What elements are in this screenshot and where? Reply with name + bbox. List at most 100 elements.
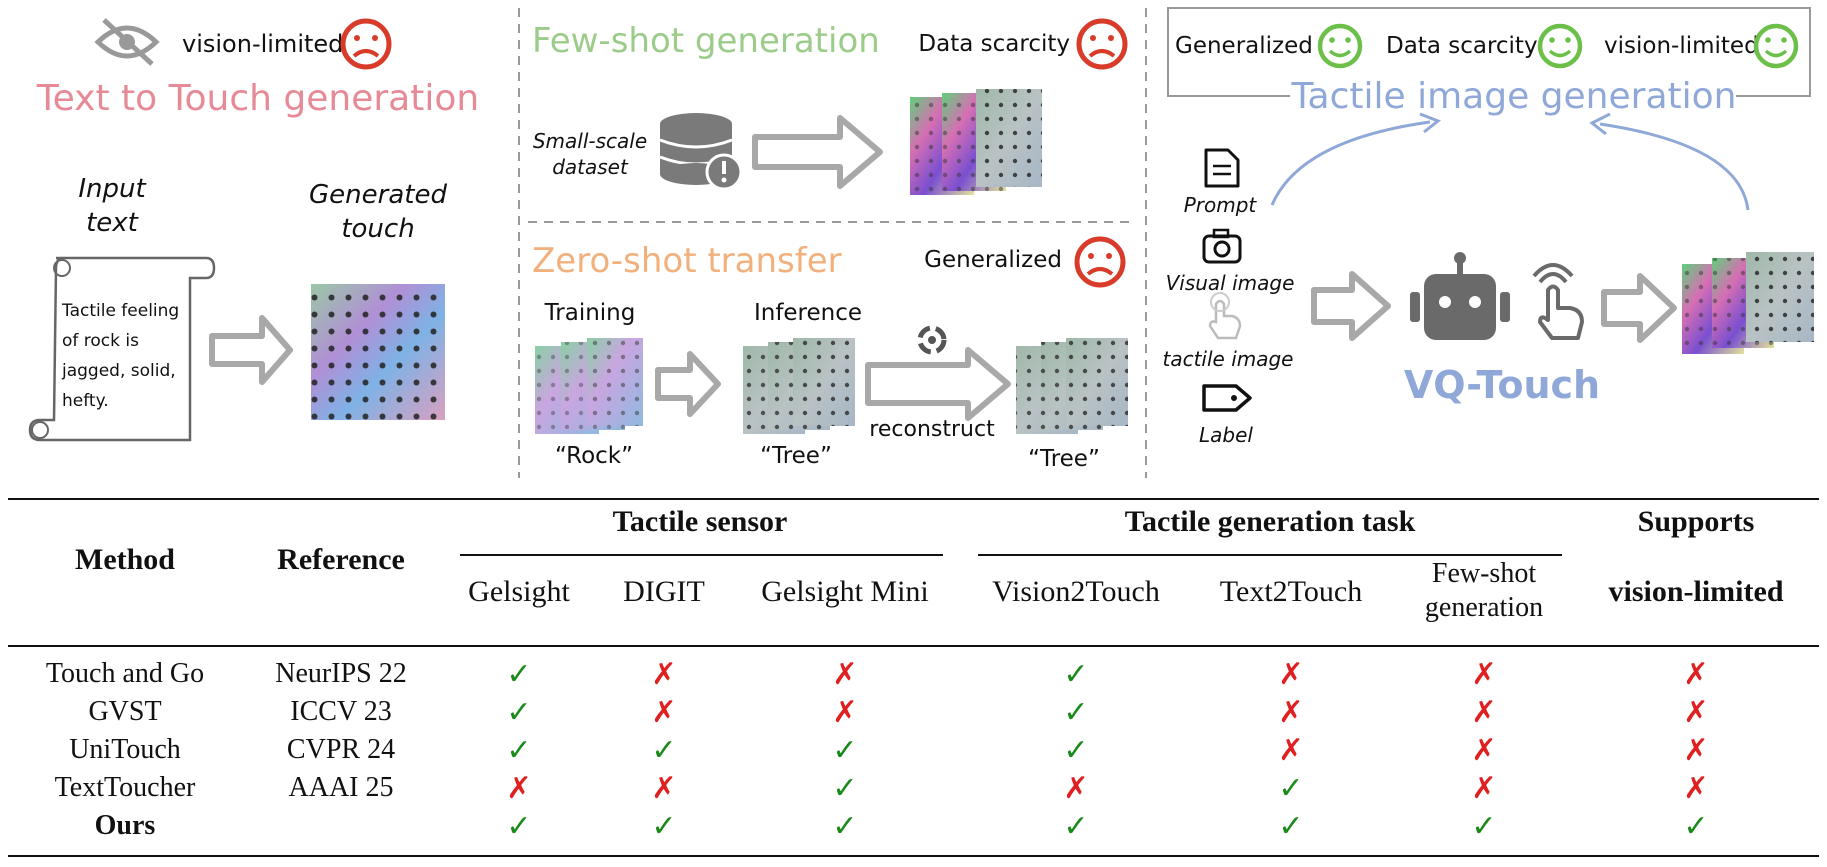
touch-hand-icon <box>1208 292 1242 340</box>
check-mark-icon: ✓ <box>832 771 858 806</box>
table-cell-reference: NeurIPS 22 <box>275 658 407 689</box>
inference-label: Inference <box>754 300 862 326</box>
arrow-right-icon <box>865 347 1011 421</box>
scroll-line-3: jagged, solid, <box>61 361 176 381</box>
sad-face-icon <box>1076 18 1128 70</box>
header-supports-line2: vision-limited <box>1608 575 1784 608</box>
check-mark-icon: ✓ <box>1063 809 1089 844</box>
cross-mark-icon: ✗ <box>1683 657 1709 692</box>
check-mark-icon: ✓ <box>832 733 858 768</box>
output-label-line2: touch <box>341 214 414 244</box>
input-label-label: Label <box>1199 423 1253 447</box>
task-group-rule <box>978 554 1562 556</box>
header-method: Method <box>75 543 175 576</box>
scroll-line-1: Tactile feeling <box>61 301 179 321</box>
scroll-line-2: of rock is <box>62 331 139 351</box>
header-vision2touch: Vision2Touch <box>992 575 1160 608</box>
sad-face-icon <box>1074 236 1126 288</box>
cross-mark-icon: ✗ <box>1278 695 1304 730</box>
scroll-icon <box>28 256 216 442</box>
arrow-right-icon <box>752 115 883 189</box>
check-mark-icon: ✓ <box>506 733 532 768</box>
cross-mark-icon: ✗ <box>1683 695 1709 730</box>
dataset-label-line1: Small-scale <box>533 129 647 153</box>
input-tactile-label: tactile image <box>1162 347 1293 371</box>
table-cell-reference: ICCV 23 <box>290 696 392 727</box>
badge-vision-limited: vision-limited <box>1604 33 1759 59</box>
header-group-task: Tactile generation task <box>1124 505 1416 538</box>
model-name: VQ-Touch <box>1404 363 1600 407</box>
inference-tactile-stack <box>743 338 855 434</box>
right-title: Tactile image generation <box>1291 76 1737 117</box>
check-mark-icon: ✓ <box>832 809 858 844</box>
curved-arrow-left <box>1270 120 1431 206</box>
caption-tree-inference: “Tree” <box>760 443 832 469</box>
table-cell-method: GVST <box>88 696 162 727</box>
generated-touch-image <box>311 284 445 420</box>
happy-face-icon <box>1753 23 1799 69</box>
left-title: Text to Touch generation <box>36 78 479 119</box>
header-gelsight: Gelsight <box>468 575 570 608</box>
table-cell-reference: AAAI 25 <box>288 772 394 803</box>
curved-arrow-right <box>1599 122 1750 211</box>
cross-mark-icon: ✗ <box>832 695 858 730</box>
caption-tree-reconstruct: “Tree” <box>1028 446 1100 472</box>
table-cell-reference: CVPR 24 <box>286 734 396 765</box>
cross-mark-icon: ✗ <box>1063 771 1089 806</box>
cross-mark-icon: ✗ <box>832 657 858 692</box>
database-icon <box>659 113 743 191</box>
cross-mark-icon: ✗ <box>1471 733 1497 768</box>
cross-mark-icon: ✗ <box>1471 771 1497 806</box>
input-label-line1: Input <box>78 174 146 204</box>
cross-mark-icon: ✗ <box>1278 733 1304 768</box>
camera-icon <box>1202 228 1242 264</box>
badge-generalized: Generalized <box>1175 33 1313 59</box>
input-prompt-label: Prompt <box>1184 193 1258 217</box>
header-supports-line1: Supports <box>1637 505 1755 538</box>
check-mark-icon: ✓ <box>506 695 532 730</box>
training-label: Training <box>544 300 636 326</box>
top-rule <box>8 498 1819 500</box>
zeroshot-issue: Generalized <box>924 247 1062 273</box>
table-cell-method: Touch and Go <box>45 658 205 689</box>
cross-mark-icon: ✗ <box>1278 657 1304 692</box>
check-mark-icon: ✓ <box>1063 695 1089 730</box>
output-tactile-stack <box>1682 252 1814 354</box>
arrow-right-icon <box>209 315 293 385</box>
badge-data-scarcity: Data scarcity <box>1386 33 1538 59</box>
zeroshot-title: Zero-shot transfer <box>532 241 842 281</box>
refresh-gear-icon <box>917 325 947 355</box>
header-digit: DIGIT <box>623 575 705 608</box>
dataset-label-line2: dataset <box>552 155 629 179</box>
reconstruct-label: reconstruct <box>869 417 995 442</box>
cross-mark-icon: ✗ <box>1471 695 1497 730</box>
check-mark-icon: ✓ <box>1063 657 1089 692</box>
overview-figure: vision-limited Text to Touch generation … <box>28 7 1814 478</box>
cross-mark-icon: ✗ <box>651 771 677 806</box>
arrow-right-icon <box>1311 271 1391 341</box>
check-mark-icon: ✓ <box>1683 809 1709 844</box>
input-visual-label: Visual image <box>1166 271 1295 295</box>
cross-mark-icon: ✗ <box>1683 771 1709 806</box>
reconstruct-tactile-stack <box>1016 338 1128 434</box>
fewshot-issue: Data scarcity <box>918 31 1070 57</box>
touch-hand-icon <box>1532 263 1584 340</box>
check-mark-icon: ✓ <box>651 809 677 844</box>
check-mark-icon: ✓ <box>506 809 532 844</box>
check-mark-icon: ✓ <box>651 733 677 768</box>
check-mark-icon: ✓ <box>1278 771 1304 806</box>
document-icon <box>1204 148 1240 188</box>
check-mark-icon: ✓ <box>1063 733 1089 768</box>
header-fewshot-line1: Few-shot <box>1431 558 1537 589</box>
happy-face-icon <box>1537 23 1583 69</box>
caption-rock: “Rock” <box>555 443 633 469</box>
header-fewshot-line2: generation <box>1424 592 1544 623</box>
header-text2touch: Text2Touch <box>1219 575 1363 608</box>
robot-icon <box>1410 252 1510 340</box>
header-group-sensor: Tactile sensor <box>612 505 788 538</box>
cross-mark-icon: ✗ <box>1683 733 1709 768</box>
left-status-text: vision-limited <box>182 30 343 58</box>
cross-mark-icon: ✗ <box>1471 657 1497 692</box>
cross-mark-icon: ✗ <box>651 657 677 692</box>
check-mark-icon: ✓ <box>506 657 532 692</box>
